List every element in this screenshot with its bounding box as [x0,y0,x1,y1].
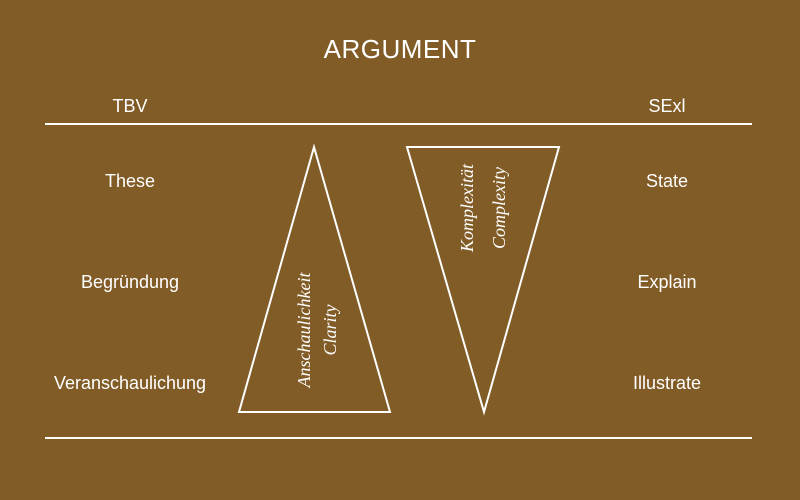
bottom-divider [45,437,752,439]
clarity-label-de: Anschaulichkeit [294,272,314,389]
complexity-triangle [405,146,561,416]
clarity-label-en: Clarity [320,304,340,355]
left-item-veranschaulichung: Veranschaulichung [53,373,207,393]
complexity-label-de: Komplexität [457,163,477,253]
diagram-title: ARGUMENT [323,34,477,64]
complexity-label-en: Complexity [489,167,509,249]
left-column-header: TBV [112,96,148,116]
right-column-header: SExl [648,96,686,116]
right-item-explain: Explain [637,272,697,292]
right-item-state: State [645,171,689,191]
left-item-begruendung: Begründung [80,272,180,292]
top-divider [45,123,752,125]
right-item-illustrate: Illustrate [632,373,702,393]
clarity-triangle [237,143,392,413]
left-item-these: These [104,171,156,191]
